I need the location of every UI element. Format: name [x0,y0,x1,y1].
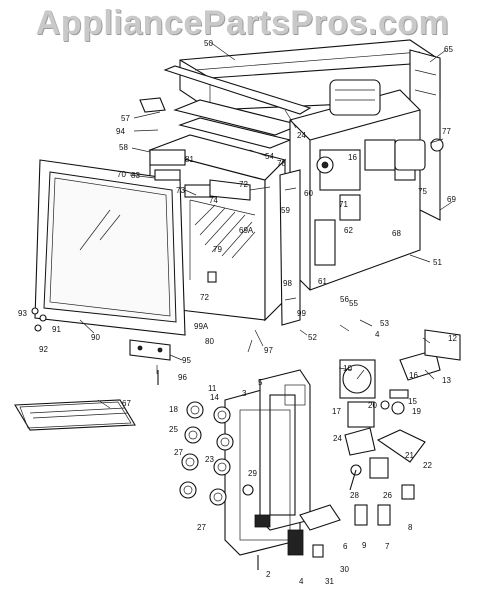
callout: 24 [333,434,342,443]
door-assembly [34,159,186,336]
callout: 99 [297,309,306,318]
callout: 56 [340,295,349,304]
callout: 60 [304,189,313,198]
callout: 11 [208,384,217,393]
callout: 54 [265,152,274,161]
callout: 9 [362,541,367,550]
callout: 4 [299,577,304,586]
callout: 14 [210,393,219,402]
callout-labels: 50 65 24 57 94 58 54 81 70 83 73 74 72 1… [18,39,457,586]
callout: 24 [297,131,306,140]
top-rail [163,65,312,115]
callout: 62 [344,226,353,235]
callout: 92 [39,345,48,354]
callout: 29 [248,469,257,478]
callout: 69A [239,226,254,235]
callout: 53 [380,319,389,328]
callout: 3 [242,389,247,398]
callout: 58 [119,143,128,152]
callout: 94 [116,127,125,136]
callout: 6 [343,542,348,551]
callout: 90 [91,333,100,342]
callout: 30 [340,565,349,574]
callout: 51 [433,258,442,267]
callout: 70 [117,170,126,179]
timer-and-switches [257,329,461,570]
callout: 26 [383,491,392,500]
callout: 61 [318,277,327,286]
grease-filter [14,399,136,431]
callout: 25 [169,425,178,434]
callout: 95 [182,356,191,365]
callout: 81 [185,155,194,164]
door-hinge-bracket [129,339,171,385]
door-hinge-parts [31,307,47,332]
callout: 50 [204,39,213,48]
latch-parts [139,97,251,283]
callout: 99A [194,322,209,331]
callout: 73 [176,186,185,195]
callout: 78 [277,159,286,168]
callout: 28 [350,491,359,500]
callout: 79 [213,245,222,254]
callout: 65 [444,45,453,54]
callout: 12 [448,334,457,343]
callout: 27 [197,523,206,532]
callout: 98 [283,279,292,288]
callout: 2 [266,570,271,579]
callout: 16 [348,153,357,162]
callout: 83 [131,171,140,180]
callout: 13 [442,376,451,385]
callout: 18 [169,405,178,414]
callout: 5 [258,378,263,387]
callout: 21 [405,451,414,460]
callout: 31 [325,577,334,586]
callout: 72 [239,180,248,189]
callout: 57 [121,114,130,123]
callout: 91 [52,325,61,334]
callout: 17 [332,407,341,416]
duct [279,169,301,326]
callout: 59 [281,206,290,215]
callout: 77 [442,127,451,136]
control-chassis [289,89,421,291]
callout: 67 [122,399,131,408]
callout: 72 [200,293,209,302]
callout: 74 [209,196,218,205]
callout: 93 [18,309,27,318]
callout: 4 [375,330,380,339]
callout: 97 [264,346,273,355]
control-panel-frame [224,369,311,556]
watermark-logo: AppliancePartsPros.com [35,4,450,42]
callout: 75 [418,187,427,196]
magnetron [329,79,381,116]
callout: 52 [308,333,317,342]
callout: 19 [412,407,421,416]
leader-lines [79,41,453,409]
callout: 7 [385,542,390,551]
callout: 10 [343,364,352,373]
callout: 20 [368,401,377,410]
callout: 22 [423,461,432,470]
callout: 71 [339,200,348,209]
control-knobs [179,401,254,506]
callout: 96 [178,373,187,382]
callout: 15 [408,397,417,406]
callout: 68 [392,229,401,238]
callout: 69 [447,195,456,204]
callout: 55 [349,299,358,308]
callout: 27 [174,448,183,457]
cavity-hatching [194,204,256,259]
callout: 23 [205,455,214,464]
callout: 80 [205,337,214,346]
callout: 16 [409,371,418,380]
callout: 8 [408,523,413,532]
